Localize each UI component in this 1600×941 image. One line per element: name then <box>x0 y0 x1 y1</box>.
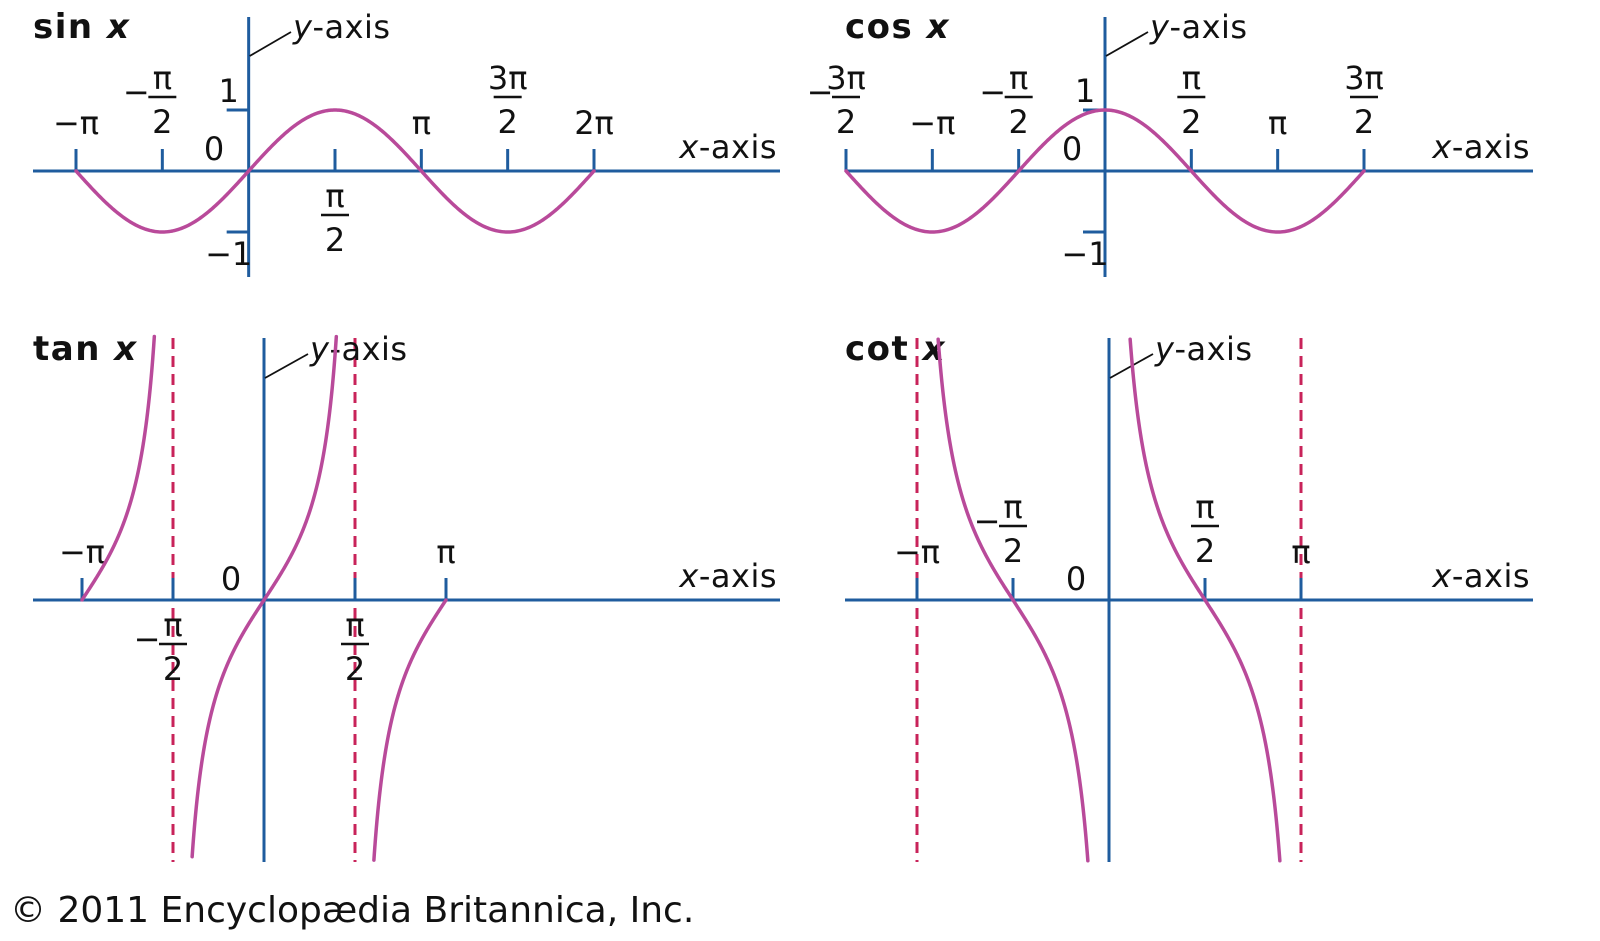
sin-x-tick-label-0: −π <box>53 104 99 142</box>
cos-x-tick-label-0-sign: − <box>807 73 834 111</box>
cos-x-tick-label-2-denominator: 2 <box>1008 103 1028 141</box>
sin-x-tick-label-5: 2π <box>574 104 614 142</box>
sin-y-tick-label-1: −1 <box>205 235 252 273</box>
cot-curve-branch-0 <box>936 337 1090 863</box>
cos-y-tick-label-1: −1 <box>1061 235 1108 273</box>
cot-x-tick-label-3: π <box>1291 533 1310 571</box>
cos-y-axis-leader <box>1105 31 1149 57</box>
tan-x-tick-label-2: π2 <box>341 606 369 688</box>
cot-x-tick-label-1-numerator: π <box>1003 488 1022 526</box>
tan-origin-label: 0 <box>221 560 241 598</box>
cos-title: cos x <box>845 7 950 47</box>
tan-y-axis-leader <box>264 353 309 379</box>
sin-x-tick-label-1: π 2− <box>123 59 177 141</box>
sin-y-axis-label: y-axis <box>292 8 391 46</box>
cos-curve-branch-0 <box>844 108 1366 234</box>
cos-x-tick-label-5-denominator: 2 <box>1354 103 1374 141</box>
cot-title: cot x <box>845 329 946 369</box>
sin-x-tick-label-1-denominator: 2 <box>152 103 172 141</box>
sin-title: sin x <box>33 7 130 47</box>
tan-x-tick-label-2-numerator: π <box>345 606 364 644</box>
sin-x-tick-label-2-numerator: π <box>325 177 344 215</box>
cos-x-tick-label-4: π <box>1268 104 1287 142</box>
tan-x-tick-label-0: −π <box>59 533 105 571</box>
cot-x-tick-label-2-numerator: π <box>1195 488 1214 526</box>
sin-y-axis-leader <box>249 31 292 57</box>
tan-x-axis-label: x-axis <box>678 557 777 595</box>
cot-x-tick-label-1: π 2− <box>974 488 1027 570</box>
cot-x-axis-label: x-axis <box>1431 557 1530 595</box>
cos-x-tick-label-0: 3π 2− <box>807 59 866 141</box>
cot-x-tick-label-2-denominator: 2 <box>1195 532 1215 570</box>
sin-y-tick-label-0: 1 <box>218 72 238 110</box>
tan-title: tan x <box>33 329 138 369</box>
cot-x-tick-label-0: −π <box>894 533 940 571</box>
cot-x-tick-label-2: π2 <box>1191 488 1219 570</box>
tan-x-tick-label-3: π <box>436 533 455 571</box>
cos-x-tick-label-3-numerator: π <box>1182 59 1201 97</box>
cos-x-tick-label-1: −π <box>909 104 955 142</box>
tan-x-tick-label-2-denominator: 2 <box>345 650 365 688</box>
cot-x-tick-label-1-sign: − <box>974 502 1001 540</box>
cos-x-tick-label-0-denominator: 2 <box>836 103 856 141</box>
sin-x-tick-label-2-denominator: 2 <box>325 221 345 259</box>
sin-x-tick-label-4-numerator: 3π <box>488 59 528 97</box>
cot-curve-branch-1 <box>1128 337 1282 863</box>
tan-curve-branch-0 <box>80 334 157 602</box>
sin-x-axis-label: x-axis <box>678 128 777 166</box>
copyright-notice: © 2011 Encyclopædia Britannica, Inc. <box>10 890 695 931</box>
sin-curve-branch-0 <box>74 108 596 234</box>
cos-x-tick-label-3-denominator: 2 <box>1181 103 1201 141</box>
sin-origin-label: 0 <box>204 130 224 168</box>
cos-x-tick-label-5: 3π2 <box>1344 59 1384 141</box>
cot-y-axis-label: y-axis <box>1154 330 1253 368</box>
cos-x-tick-label-2-numerator: π <box>1009 59 1028 97</box>
tan-curve-branch-2 <box>372 598 448 862</box>
cos-x-tick-label-5-numerator: 3π <box>1344 59 1384 97</box>
cos-x-axis-label: x-axis <box>1431 128 1530 166</box>
sin-x-tick-label-1-numerator: π <box>153 59 172 97</box>
tan-curve-branch-1 <box>190 334 339 859</box>
cos-y-axis-label: y-axis <box>1149 8 1248 46</box>
sin-x-tick-label-3: π <box>412 104 431 142</box>
cos-x-tick-label-2-sign: − <box>979 73 1006 111</box>
tan-x-tick-label-1-denominator: 2 <box>163 650 183 688</box>
sin-x-tick-label-4-denominator: 2 <box>497 103 517 141</box>
cos-x-tick-label-3: π2 <box>1177 59 1206 141</box>
tan-x-tick-label-1-numerator: π <box>163 606 182 644</box>
cos-origin-label: 0 <box>1062 130 1082 168</box>
cos-y-tick-label-0: 1 <box>1075 72 1095 110</box>
cos-x-tick-label-0-numerator: 3π <box>826 59 866 97</box>
sin-x-tick-label-2: π2 <box>321 177 349 259</box>
tan-y-axis-label: y-axis <box>309 330 408 368</box>
sin-x-tick-label-4: 3π2 <box>488 59 528 141</box>
tan-x-tick-label-1: π 2− <box>134 606 187 688</box>
tan-x-tick-label-1-sign: − <box>134 620 161 658</box>
sin-x-tick-label-1-sign: − <box>123 73 150 111</box>
cot-origin-label: 0 <box>1066 560 1086 598</box>
cot-x-tick-label-1-denominator: 2 <box>1003 532 1023 570</box>
cos-x-tick-label-2: π 2− <box>979 59 1033 141</box>
